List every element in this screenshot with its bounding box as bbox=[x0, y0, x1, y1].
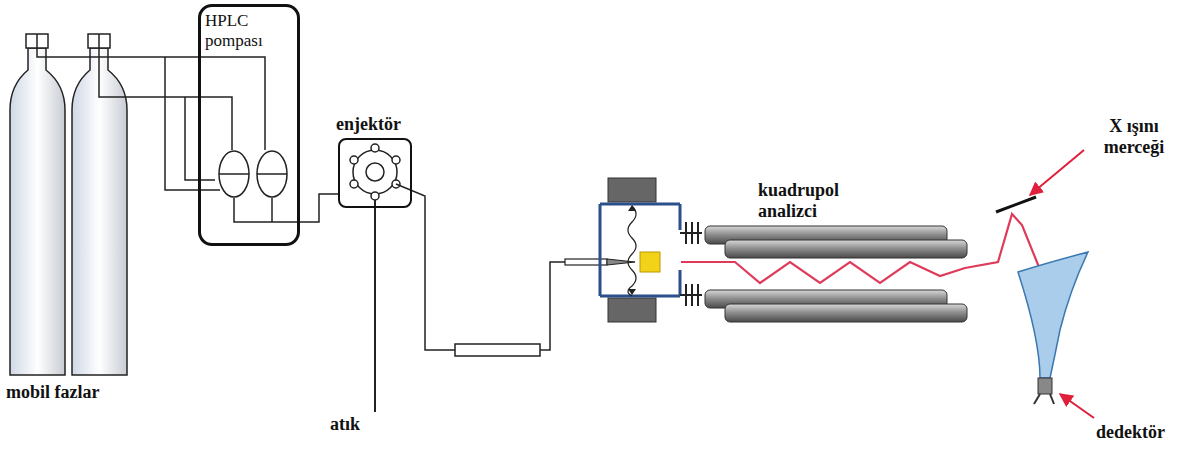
part-label: atık bbox=[330, 414, 360, 435]
detector-funnel bbox=[1018, 252, 1088, 404]
pump-box: HPLC pompası bbox=[198, 4, 300, 246]
part-label: kuadrupol analizci bbox=[758, 180, 870, 221]
part-label: mobil fazlar bbox=[6, 382, 99, 403]
tubing bbox=[37, 34, 300, 222]
part-label: X ışını merceği bbox=[1086, 116, 1182, 157]
xray-lens bbox=[996, 197, 1036, 212]
quadrupole-rods bbox=[725, 240, 967, 322]
component-label: enjektör bbox=[336, 114, 401, 135]
hplc-column bbox=[455, 344, 540, 356]
part-label: dedektör bbox=[1096, 422, 1165, 443]
leader-arrow bbox=[1030, 150, 1094, 418]
solvent-bottle bbox=[10, 34, 127, 375]
ion-source bbox=[600, 178, 702, 322]
ion-path bbox=[681, 214, 1045, 283]
injector-box: enjektör bbox=[338, 138, 412, 208]
box-title: HPLC pompası bbox=[205, 11, 293, 50]
tubing-connector bbox=[300, 194, 338, 222]
tubing bbox=[396, 184, 565, 350]
pump-piston bbox=[219, 151, 287, 197]
injector-valve bbox=[350, 144, 400, 412]
